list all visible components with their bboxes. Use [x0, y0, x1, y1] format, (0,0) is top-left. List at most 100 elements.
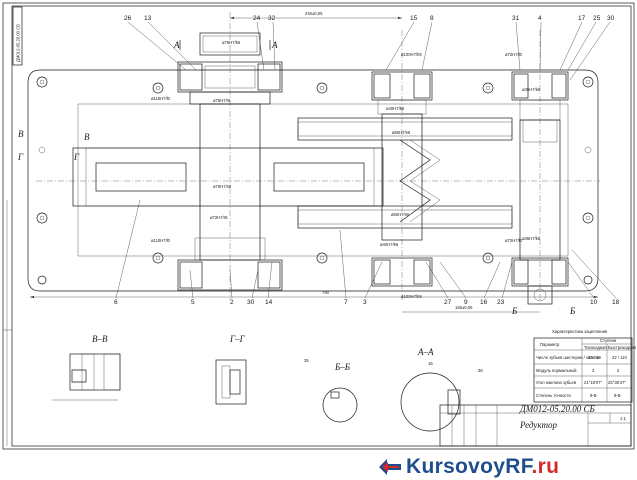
callout-top-4: 15 — [410, 15, 418, 22]
callout-bottom-8: 9 — [464, 299, 468, 306]
a-a-dim: 16 — [428, 361, 433, 366]
col-param: Параметр — [540, 342, 560, 347]
row2-slow: 21°18'07" — [584, 380, 602, 385]
callout-top-1: 13 — [144, 15, 152, 22]
callout-bottom-3: 30 — [247, 299, 255, 306]
callout-top-10: 30 — [607, 15, 615, 22]
marker-bb-left: Б — [511, 306, 518, 316]
callout-bottom-5: 7 — [344, 299, 348, 306]
section-title-v-v: В–В — [92, 334, 108, 344]
row0-param: Число зубьев шестерни / колеса — [536, 355, 600, 360]
svg-text:ø75H7/r6: ø75H7/r6 — [213, 98, 231, 103]
callout-top-0: 26 — [124, 15, 132, 22]
svg-text:ø35H7/k6: ø35H7/k6 — [522, 87, 541, 92]
rotated-stamp-box — [12, 6, 23, 66]
title-scale: 1:1 — [620, 416, 626, 421]
row1-param: Модуль нормальный — [536, 368, 577, 373]
svg-text:ø40H7/k6: ø40H7/k6 — [380, 242, 399, 247]
svg-text:ø100H7/h8: ø100H7/h8 — [401, 294, 422, 299]
callout-bottom-1: 5 — [191, 299, 195, 306]
callout-bottom-10: 23 — [497, 299, 505, 306]
title-name: Редуктор — [519, 420, 557, 430]
watermark-brand-main: KursovoyRF — [406, 455, 532, 478]
col-stage: Ступени — [600, 338, 617, 343]
marker-v-inner: В — [84, 132, 90, 142]
top-part-callouts: 26 13 24 32 15 8 31 4 17 25 30 — [124, 15, 615, 81]
row0-slow: 26 / 99 — [588, 355, 601, 360]
sheet-inner-border — [11, 5, 632, 447]
row0-fast: 22 / 110 — [612, 355, 627, 360]
svg-text:ø72H7/r6: ø72H7/r6 — [210, 215, 228, 220]
sheet-outer-border — [2, 2, 635, 450]
characteristics-heading: Характеристика зацепления — [552, 329, 607, 334]
section-markers: А А В В Г Г Б Б — [17, 40, 576, 316]
watermark-brand: KursovoyRF.ru — [406, 455, 559, 479]
svg-text:ø110H7/l0: ø110H7/l0 — [151, 238, 171, 243]
a-a-num: 36 — [478, 368, 483, 373]
callout-bottom-9: 16 — [480, 299, 488, 306]
svg-text:ø70H7/s6: ø70H7/s6 — [213, 184, 232, 189]
svg-text:ø75H7/k6: ø75H7/k6 — [222, 40, 241, 45]
bottom-part-callouts: 6 5 2 30 14 7 3 27 9 16 23 10 18 — [114, 199, 620, 306]
section-title-b-b: Б–Б — [334, 362, 351, 372]
row3-fast: 8-B — [614, 393, 621, 398]
callout-top-7: 4 — [538, 15, 542, 22]
callout-bottom-12: 18 — [612, 299, 620, 306]
housing-bolt-holes — [36, 76, 594, 285]
svg-text:ø100H7/h8: ø100H7/h8 — [401, 52, 422, 57]
svg-text:ø50H7/s6: ø50H7/s6 — [391, 212, 410, 217]
callout-top-2: 24 — [253, 15, 261, 22]
section-view-a-a: А–А 16 36 — [400, 347, 483, 432]
callout-bottom-0: 6 — [114, 299, 118, 306]
row1-fast: 2 — [617, 368, 620, 373]
callout-bottom-6: 3 — [363, 299, 367, 306]
housing-inner-wall — [77, 103, 569, 257]
callout-bottom-11: 10 — [590, 299, 598, 306]
marker-a-left: А — [173, 40, 180, 50]
brand-logo-icon — [379, 459, 401, 475]
col-slow: Тихоходная — [584, 345, 607, 350]
row3-slow: 8-B — [590, 393, 597, 398]
intermediate-shaft-assembly — [297, 71, 513, 287]
marker-a-right: А — [271, 40, 278, 50]
dim-top-span: 240±0,05 — [305, 11, 323, 16]
marker-g-inner: Г — [73, 152, 80, 162]
svg-text:ø40H7/k6: ø40H7/k6 — [386, 106, 405, 111]
svg-text:ø110H7/l0: ø110H7/l0 — [151, 96, 171, 101]
section-view-g-g: Г–Г — [215, 334, 247, 405]
dimension-lines: 240±0,05 790 155±0,05 — [30, 11, 598, 313]
callout-top-5: 8 — [430, 15, 434, 22]
marker-bb-right: Б — [569, 306, 576, 316]
row1-slow: 3 — [592, 368, 595, 373]
section-view-b-b: Б–Б 35 — [304, 358, 358, 423]
svg-text:ø35H7/k6: ø35H7/k6 — [522, 236, 541, 241]
section-view-v-v: В–В — [52, 334, 121, 401]
col-fast: Быстроходная — [608, 345, 636, 350]
b-b-dim: 35 — [304, 358, 309, 363]
gear-characteristics-table: Характеристика зацепления Параметр Ступе… — [533, 329, 636, 403]
svg-text:ø72H7/l0: ø72H7/l0 — [505, 238, 523, 243]
housing-outline — [27, 69, 599, 292]
row3-param: Степень точности — [536, 393, 571, 398]
callout-top-3: 32 — [268, 15, 276, 22]
dim-overall: 790 — [322, 290, 330, 295]
rotated-designation: ДМ012-05.20.00 СБ — [16, 24, 21, 62]
dim-shaft-span: 155±0,05 — [455, 305, 473, 310]
row2-param: Угол наклона зубьев — [536, 380, 577, 385]
marker-v-left: В — [18, 129, 24, 139]
callout-bottom-2: 2 — [230, 299, 234, 306]
section-title-g-g: Г–Г — [229, 334, 246, 344]
high-speed-shaft-assembly — [511, 71, 569, 305]
row2-fast: 25°36'47" — [608, 380, 626, 385]
callout-top-6: 31 — [512, 15, 520, 22]
svg-text:ø50H7/s6: ø50H7/s6 — [392, 130, 411, 135]
callout-bottom-7: 27 — [444, 299, 452, 306]
section-title-a-a: А–А — [417, 347, 434, 357]
svg-text:ø72H7/l0: ø72H7/l0 — [505, 52, 523, 57]
title-designation: ДМ012-05.20.00 СБ — [519, 404, 595, 414]
callout-bottom-4: 14 — [265, 299, 273, 306]
callout-top-9: 25 — [593, 15, 601, 22]
callout-top-8: 17 — [578, 15, 586, 22]
title-block: ДМ012-05.20.00 СБ Редуктор 1:1 — [439, 404, 632, 447]
